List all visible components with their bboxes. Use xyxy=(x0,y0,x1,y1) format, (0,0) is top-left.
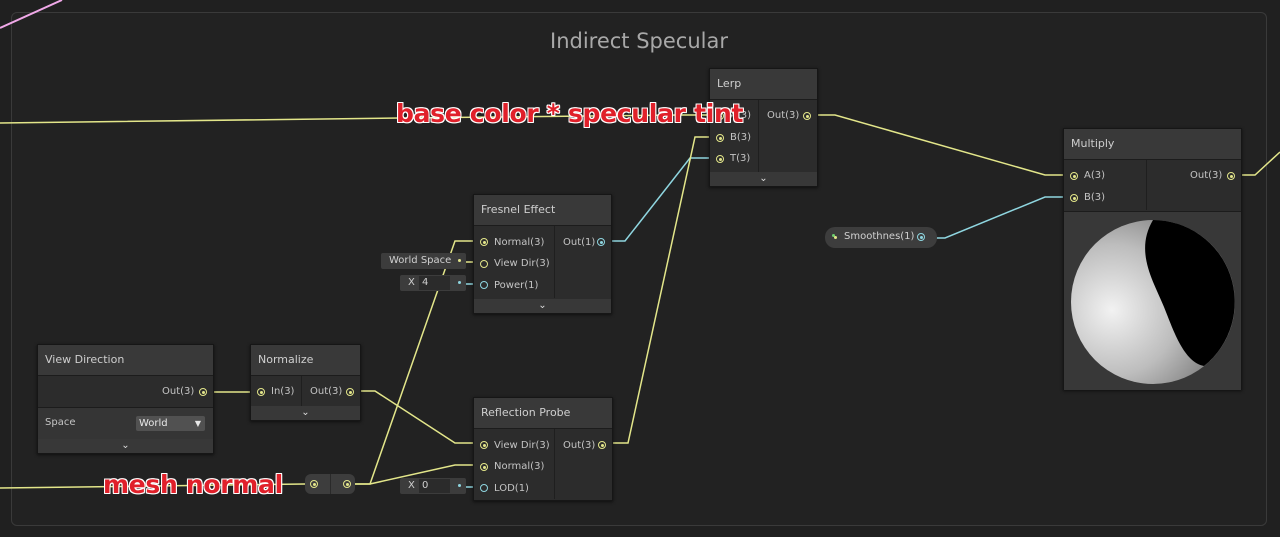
annotation-mesh-normal: mesh normal xyxy=(103,470,283,499)
multiply-b-port[interactable] xyxy=(1070,194,1078,202)
wire-lerp-out-to-multiply-a xyxy=(808,114,1074,176)
multiply-a-label: A(3) xyxy=(1084,170,1106,181)
lerp-out-port[interactable] xyxy=(803,112,811,120)
reflection-probe-title[interactable]: Reflection Probe xyxy=(474,398,612,429)
lerp-a-port[interactable] xyxy=(716,112,724,120)
redirect-node[interactable] xyxy=(305,474,355,494)
probe-out-port[interactable] xyxy=(598,441,606,449)
smoothness-label: Smoothnes(1) xyxy=(844,231,915,242)
world-space-field[interactable]: World Space xyxy=(381,253,466,269)
probe-out-label: Out(3) xyxy=(563,440,596,451)
wire-pink xyxy=(0,0,63,29)
lod-field[interactable]: X 0 xyxy=(400,478,466,494)
multiply-out-port[interactable] xyxy=(1227,172,1235,180)
fresnel-out-label: Out(1) xyxy=(563,237,596,248)
group-title[interactable]: Indirect Specular xyxy=(550,29,728,53)
probe-viewdir-port[interactable] xyxy=(480,441,488,449)
normalize-expand-chevron[interactable]: ⌄ xyxy=(251,406,360,420)
fresnel-viewdir-label: View Dir(3) xyxy=(494,258,550,269)
lod-dot xyxy=(458,484,461,487)
wire-mesh-normal-in xyxy=(0,483,306,489)
lerp-port-divider xyxy=(758,100,759,172)
fresnel-power-label: Power(1) xyxy=(494,280,539,291)
space-value: World xyxy=(139,418,168,429)
normalize-title[interactable]: Normalize xyxy=(251,345,360,376)
multiply-title[interactable]: Multiply xyxy=(1064,129,1241,160)
multiply-port-divider xyxy=(1146,160,1147,210)
fresnel-out-port[interactable] xyxy=(597,238,605,246)
fresnel-power-port[interactable] xyxy=(480,281,488,289)
wire-smoothness-to-multiply-b xyxy=(920,196,1074,239)
wire-redirect-to-probe-normal xyxy=(347,464,483,485)
multiply-b-label: B(3) xyxy=(1084,192,1106,203)
lerp-b-port[interactable] xyxy=(716,134,724,142)
fresnel-normal-port[interactable] xyxy=(480,238,488,246)
reflection-probe-node[interactable]: Reflection Probe View Dir(3) Normal(3) L… xyxy=(473,397,613,501)
lerp-t-label: T(3) xyxy=(730,153,751,164)
power-dot xyxy=(458,281,461,284)
space-label: Space xyxy=(45,417,76,428)
multiply-preview xyxy=(1064,211,1241,390)
view-direction-out-port[interactable] xyxy=(199,388,207,396)
power-axis-label: X xyxy=(408,277,415,288)
world-space-label: World Space xyxy=(389,255,452,266)
view-direction-node[interactable]: View Direction Out(3) Space World ▼ ⌄ xyxy=(37,344,214,454)
fresnel-port-divider xyxy=(554,226,555,298)
reflection-probe-port-divider xyxy=(554,429,555,499)
lerp-a-label: A(3) xyxy=(730,110,752,121)
probe-normal-label: Normal(3) xyxy=(494,461,545,472)
fresnel-viewdir-port[interactable] xyxy=(480,260,488,268)
lerp-node[interactable]: Lerp A(3) B(3) T(3) Out(3) ⌄ xyxy=(709,68,818,187)
lerp-expand-chevron[interactable]: ⌄ xyxy=(710,172,817,186)
redirect-out-port[interactable] xyxy=(343,480,351,488)
smoothness-property[interactable]: Smoothnes(1) xyxy=(825,227,937,248)
wire-fresnel-out-to-lerp-t xyxy=(600,157,718,242)
fresnel-normal-label: Normal(3) xyxy=(494,237,545,248)
power-field[interactable]: X 4 xyxy=(400,275,466,291)
fresnel-expand-chevron[interactable]: ⌄ xyxy=(474,299,611,313)
multiply-a-port[interactable] xyxy=(1070,172,1078,180)
wire-probe-out-to-lerp-b xyxy=(602,136,718,444)
view-direction-title[interactable]: View Direction xyxy=(38,345,213,376)
view-direction-expand-chevron[interactable]: ⌄ xyxy=(38,439,213,453)
normalize-out-port[interactable] xyxy=(346,388,354,396)
lerp-b-label: B(3) xyxy=(730,132,752,143)
wire-normalize-to-probe xyxy=(350,390,483,444)
multiply-out-label: Out(3) xyxy=(1190,170,1223,181)
dropdown-arrow-icon: ▼ xyxy=(194,419,201,428)
view-direction-settings: Space World ▼ xyxy=(38,407,213,440)
probe-viewdir-label: View Dir(3) xyxy=(494,440,550,451)
power-value-input[interactable]: 4 xyxy=(419,276,450,290)
fresnel-title[interactable]: Fresnel Effect xyxy=(474,195,611,226)
world-space-dot xyxy=(458,259,461,262)
multiply-node[interactable]: Multiply A(3) B(3) Out(3) xyxy=(1063,128,1242,390)
normalize-out-label: Out(3) xyxy=(310,386,343,397)
lod-value-input[interactable]: 0 xyxy=(419,479,450,493)
lerp-title[interactable]: Lerp xyxy=(710,69,817,100)
smoothness-out-port[interactable] xyxy=(917,233,925,241)
probe-lod-port[interactable] xyxy=(480,484,488,492)
wire-base-color-to-lerp-a xyxy=(0,114,718,124)
normalize-port-divider xyxy=(301,376,302,406)
probe-lod-label: LOD(1) xyxy=(494,483,529,494)
space-dropdown[interactable]: World ▼ xyxy=(136,416,205,431)
annotation-base-color: base color * specular tint xyxy=(396,99,744,128)
group-frame[interactable]: Indirect Specular xyxy=(11,12,1267,526)
preview-sphere xyxy=(1071,220,1235,384)
probe-normal-port[interactable] xyxy=(480,463,488,471)
smoothness-left-dot xyxy=(832,234,837,239)
normalize-node[interactable]: Normalize In(3) Out(3) ⌄ xyxy=(250,344,361,421)
redirect-divider xyxy=(330,474,331,494)
normalize-in-label: In(3) xyxy=(271,386,295,397)
redirect-in-port[interactable] xyxy=(310,480,318,488)
normalize-in-port[interactable] xyxy=(257,388,265,396)
lod-axis-label: X xyxy=(408,480,415,491)
fresnel-node[interactable]: Fresnel Effect Normal(3) View Dir(3) Pow… xyxy=(473,194,612,314)
lerp-t-port[interactable] xyxy=(716,155,724,163)
lerp-out-label: Out(3) xyxy=(767,110,800,121)
view-direction-out-label: Out(3) xyxy=(162,386,195,397)
